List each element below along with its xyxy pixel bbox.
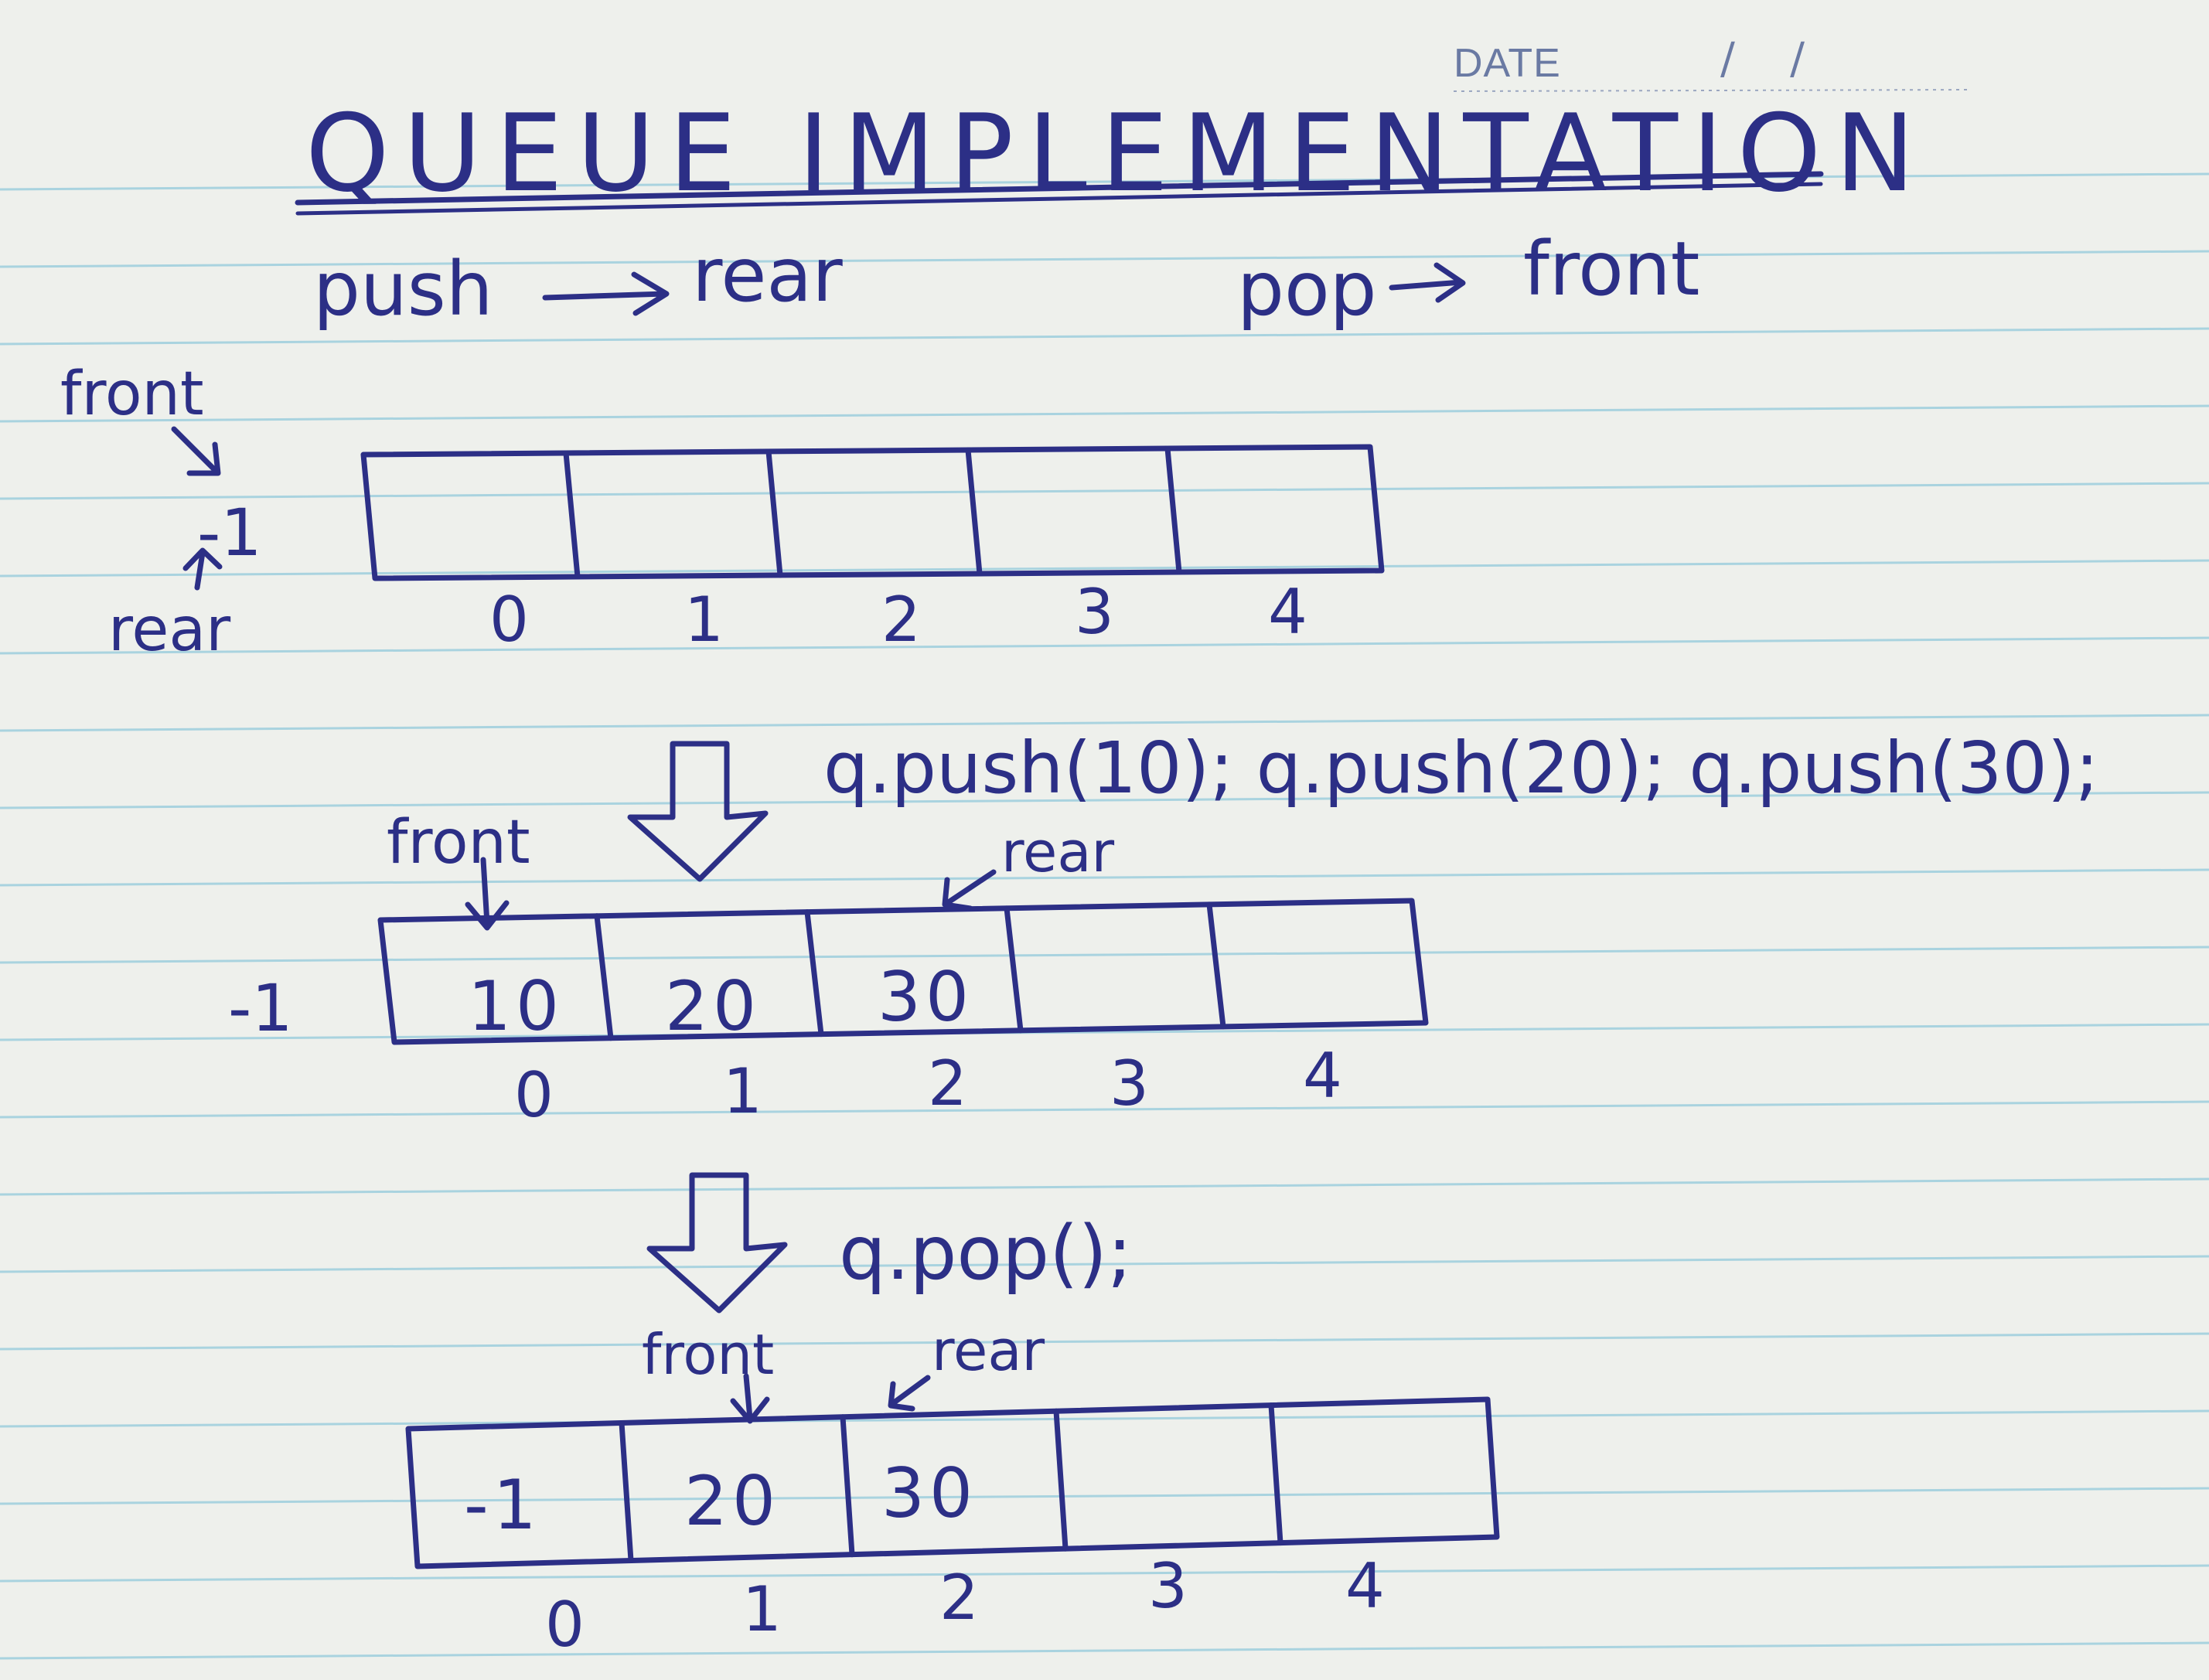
- d3-cell-0: -1: [464, 1465, 541, 1545]
- d3-operation: q.pop();: [839, 1210, 1133, 1297]
- d2-front-arrow: [465, 857, 510, 931]
- d3-index-0: 0: [545, 1589, 585, 1661]
- d2-outside-value: -1: [228, 970, 293, 1046]
- d1-array-divider: [1164, 445, 1182, 575]
- ruled-line: [0, 1487, 2209, 1505]
- d3-array-divider: [840, 1414, 855, 1558]
- d2-array-outline: [377, 898, 1429, 1045]
- d1-index-0: 0: [489, 584, 529, 656]
- date-label: DATE: [1454, 41, 1561, 86]
- title-underline-2: [295, 182, 1823, 216]
- d1-array-divider: [765, 448, 783, 578]
- push-label: push: [313, 246, 493, 332]
- ruled-line: [0, 1255, 2209, 1273]
- ruled-line: [0, 404, 2209, 423]
- d2-array-divider: [804, 909, 824, 1038]
- d2-index-4: 4: [1303, 1040, 1342, 1112]
- push-arrow: [542, 271, 670, 316]
- page-title: QUEUE IMPLEMENTATION: [305, 91, 1929, 216]
- d3-array-divider: [1268, 1402, 1283, 1546]
- d2-cell-2: 30: [878, 957, 973, 1037]
- ruled-line: [0, 559, 2209, 578]
- d1-front-arrow: [171, 426, 221, 476]
- d1-rear-arrow: [182, 547, 223, 591]
- ruled-line: [0, 1641, 2209, 1660]
- ruled-line: [0, 1177, 2209, 1196]
- d1-array-divider: [563, 450, 581, 580]
- d3-index-3: 3: [1148, 1550, 1188, 1622]
- d2-cell-1: 20: [665, 966, 761, 1046]
- d2-index-1: 1: [723, 1055, 762, 1127]
- pop-target-label: front: [1523, 226, 1700, 312]
- ruled-line: [0, 1332, 2209, 1351]
- ruled-line: [0, 636, 2209, 655]
- d2-array-divider: [1206, 901, 1226, 1030]
- push-target-label: rear: [692, 232, 843, 319]
- pop-label: pop: [1237, 246, 1377, 332]
- ruled-line: [0, 172, 2209, 191]
- d3-cell-1: 20: [684, 1461, 780, 1541]
- d1-front-label: front: [60, 360, 204, 429]
- ruled-line: [0, 1409, 2209, 1428]
- d2-index-3: 3: [1110, 1048, 1149, 1119]
- d3-array-divider: [1053, 1408, 1069, 1552]
- ruled-line: [0, 327, 2209, 346]
- d3-rear-arrow: [888, 1375, 931, 1412]
- d2-array-divider: [594, 913, 614, 1041]
- ruled-line: [0, 1023, 2209, 1041]
- ruled-line: [0, 714, 2209, 732]
- d2-rear-arrow: [942, 869, 997, 912]
- d3-index-4: 4: [1345, 1550, 1385, 1622]
- ruled-line: [0, 791, 2209, 809]
- d3-front-label: front: [642, 1322, 775, 1387]
- d2-array-divider: [1004, 905, 1024, 1034]
- ruled-line: [0, 868, 2209, 887]
- title-underline: [295, 171, 1824, 206]
- d2-cell-0: 10: [468, 966, 564, 1046]
- d1-array-outline: [360, 444, 1385, 581]
- d1-index-2: 2: [881, 584, 921, 656]
- ruled-line: [0, 946, 2209, 964]
- d3-array-divider: [619, 1419, 634, 1563]
- ruled-line: [0, 1100, 2209, 1119]
- ruled-line: [0, 250, 2209, 268]
- d2-operation: q.push(10); q.push(20); q.push(30);: [823, 727, 2099, 809]
- ruled-line: [0, 1564, 2209, 1583]
- d1-index-3: 3: [1075, 576, 1114, 648]
- d3-index-2: 2: [939, 1562, 979, 1634]
- d1-index-4: 4: [1268, 576, 1307, 648]
- pop-arrow: [1389, 262, 1466, 303]
- d1-rear-label: rear: [108, 595, 231, 665]
- d1-index-1: 1: [684, 584, 724, 656]
- d3-cell-2: 30: [881, 1453, 977, 1533]
- d2-index-2: 2: [928, 1048, 967, 1119]
- d2-index-0: 0: [514, 1059, 554, 1131]
- down-arrow-2: [646, 1172, 788, 1314]
- d3-rear-label: rear: [932, 1318, 1045, 1383]
- d2-front-label: front: [387, 808, 530, 877]
- hand-drawing: [171, 171, 1824, 1569]
- d2-rear-label: rear: [1001, 820, 1115, 884]
- d3-front-arrow: [730, 1373, 770, 1424]
- down-arrow-1: [627, 741, 769, 882]
- date-slashes: / /: [1720, 34, 1805, 84]
- date-dotted-line: [1453, 89, 1972, 92]
- d3-array-outline: [405, 1396, 1500, 1569]
- d3-index-1: 1: [742, 1573, 782, 1645]
- d1-outside-value: -1: [197, 495, 262, 571]
- d1-array-divider: [965, 447, 983, 577]
